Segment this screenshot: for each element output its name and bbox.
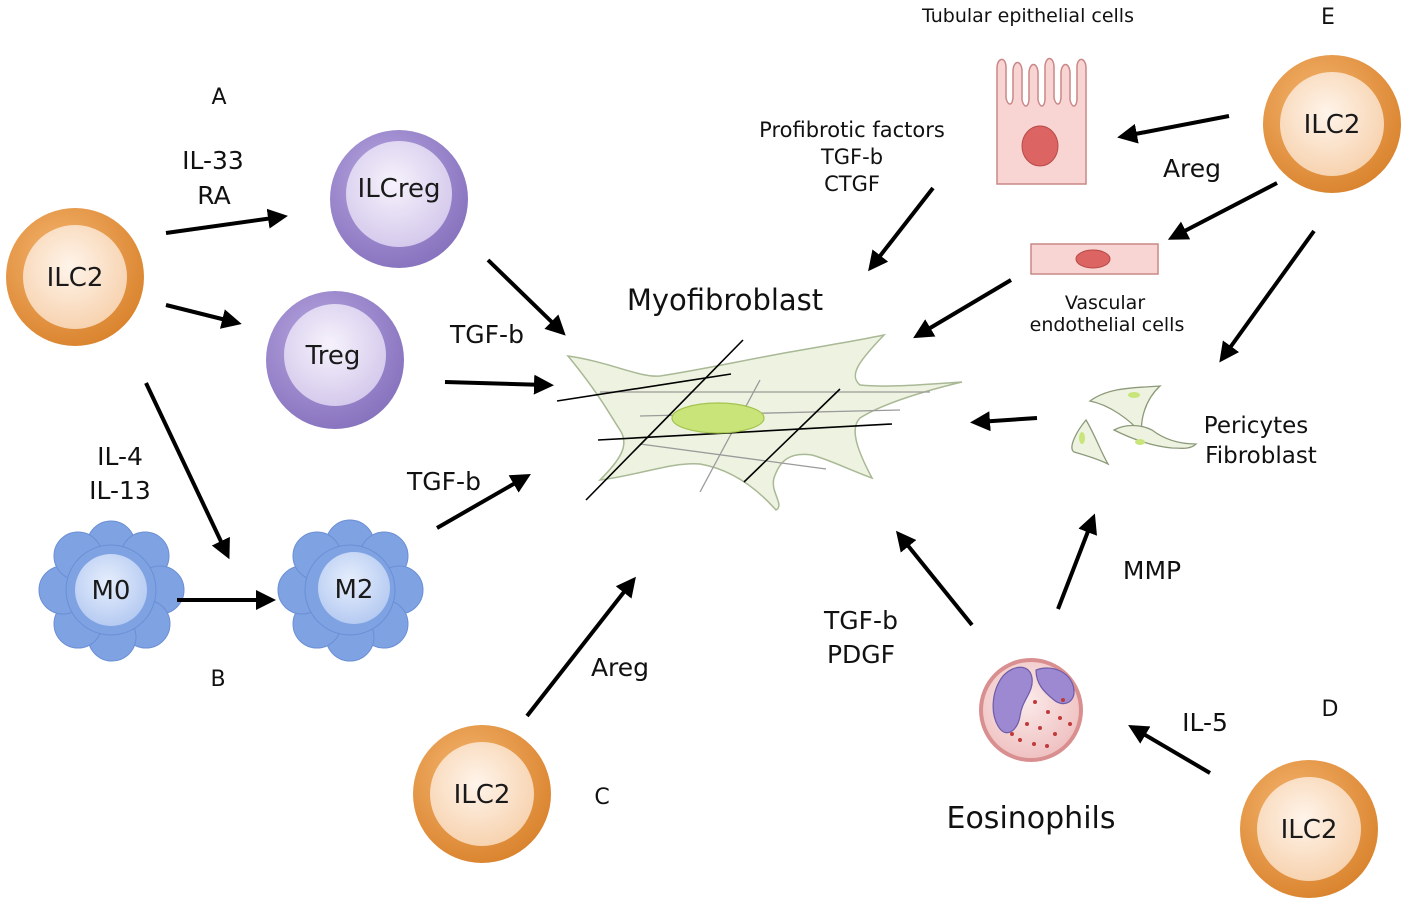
- arrow-ilc2-to-m2: [144, 382, 230, 560]
- arrow-ilc2-to-myofibroblast-areg: [525, 576, 636, 718]
- section-label-d: D: [1322, 697, 1339, 722]
- profibrotic-factors-label: Profibrotic factors: [759, 118, 945, 142]
- ilcreg-label: ILCreg: [358, 174, 441, 204]
- m2-macrophage: M2: [277, 519, 424, 662]
- arrow-vascular-to-myofibroblast: [913, 278, 1013, 339]
- ilc2-cell-bottom-right: ILC2: [1240, 760, 1378, 898]
- arrow-treg-to-myofibroblast: [444, 374, 554, 395]
- fibroblast-label: Fibroblast: [1205, 443, 1317, 469]
- m0-label: M0: [92, 576, 131, 606]
- tubular-epithelial-cell: [996, 57, 1087, 185]
- ctgf-label: CTGF: [824, 172, 880, 196]
- ilc2-label: ILC2: [454, 780, 511, 810]
- arrow-ilc2-to-ilcreg: [165, 208, 288, 235]
- tgfb-label-profibrotic: TGF-b: [820, 145, 883, 169]
- section-label-a: A: [211, 85, 226, 110]
- mmp-label: MMP: [1123, 556, 1181, 585]
- m0-macrophage: M0: [38, 520, 185, 662]
- ra-label: RA: [197, 181, 230, 210]
- arrow-m2-to-myofibroblast: [436, 474, 531, 530]
- treg-cell: Treg: [266, 291, 404, 429]
- tgfb-label-eosinophil: TGF-b: [823, 606, 898, 635]
- eosinophils-label: Eosinophils: [947, 801, 1116, 836]
- arrow-profibrotic-to-myofibroblast: [868, 186, 935, 272]
- ilc2-cell-bottom-center: ILC2: [413, 725, 551, 863]
- tubular-epithelial-label: Tubular epithelial cells: [921, 5, 1134, 27]
- il5-label: IL-5: [1182, 708, 1228, 737]
- m2-label: M2: [335, 575, 374, 605]
- arrow-ilc2-to-tubular: [1117, 114, 1230, 144]
- ilc2-label: ILC2: [47, 263, 104, 293]
- eosinophil-cell: [979, 658, 1083, 762]
- areg-label-top-right: Areg: [1163, 154, 1221, 183]
- pericytes-label: Pericytes: [1204, 413, 1308, 439]
- myofibroblast-title: Myofibroblast: [627, 283, 823, 317]
- ilc2-label: ILC2: [1304, 110, 1361, 140]
- il13-label: IL-13: [89, 476, 151, 505]
- ilc2-cell-top-right: ILC2: [1263, 55, 1401, 193]
- section-label-c: C: [594, 785, 609, 810]
- il4-label: IL-4: [97, 442, 143, 471]
- pericytes-fibroblast-cells: [1071, 385, 1198, 466]
- arrows: [144, 114, 1316, 775]
- arrow-ilc2-to-treg: [165, 303, 242, 329]
- arrow-ilcreg-to-myofibroblast: [486, 258, 566, 336]
- il33-label: IL-33: [182, 146, 244, 175]
- ilc2-label: ILC2: [1281, 815, 1338, 845]
- arrow-pericytes-to-myofibroblast: [970, 411, 1038, 432]
- arrow-ilc2-to-pericytes: [1219, 229, 1316, 363]
- ilcreg-cell: ILCreg: [330, 130, 468, 268]
- arrow-eosinophil-to-myofibroblast: [895, 530, 974, 627]
- vascular-endothelial-label-line1: Vascular: [1065, 292, 1145, 314]
- pdgf-label: PDGF: [827, 640, 895, 669]
- arrow-ilc2-to-eosinophil: [1128, 724, 1212, 775]
- section-label-b: B: [210, 667, 225, 692]
- ilc2-cell-left: ILC2: [6, 208, 144, 346]
- vascular-endothelial-cell: [1030, 243, 1159, 275]
- section-label-e: E: [1321, 5, 1335, 30]
- areg-label-bottom: Areg: [591, 653, 649, 682]
- arrow-eosinophil-to-pericytes: [1056, 513, 1098, 610]
- tgfb-label-m2: TGF-b: [406, 467, 481, 496]
- tgfb-label-treg: TGF-b: [449, 320, 524, 349]
- vascular-endothelial-label-line2: endothelial cells: [1030, 314, 1185, 336]
- arrow-ilc2-to-vascular: [1167, 181, 1278, 240]
- myofibroblast-cell: [556, 333, 963, 511]
- treg-label: Treg: [305, 341, 361, 371]
